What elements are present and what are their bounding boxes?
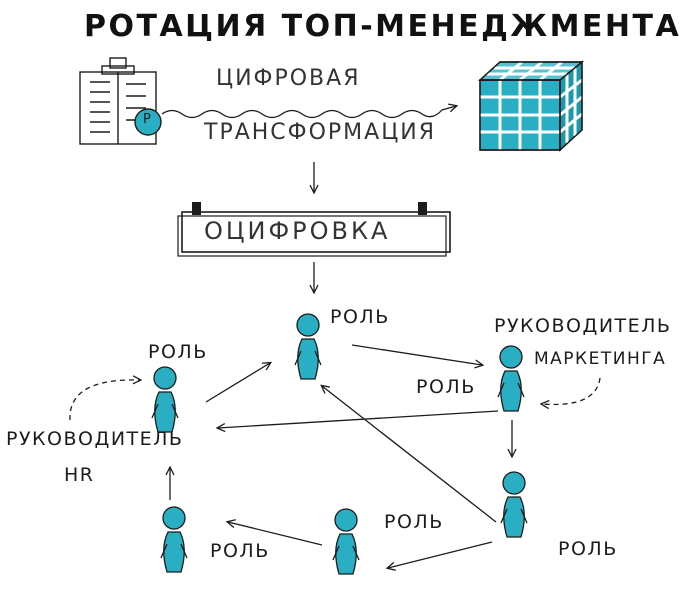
marketing-head-label-2: МАРКЕТИНГА bbox=[534, 349, 667, 369]
role-label-left: РОЛЬ bbox=[148, 341, 208, 363]
banner-frame bbox=[177, 202, 451, 257]
dashed-arrow-marketing-self bbox=[542, 377, 601, 404]
arrow-marketing-to-hr bbox=[218, 410, 499, 428]
person-marketing bbox=[497, 345, 525, 412]
banner-label: ОЦИФРОВКА bbox=[204, 217, 391, 245]
diagram-title: РОТАЦИЯ ТОП-МЕНЕДЖМЕНТА bbox=[84, 9, 682, 44]
role-label-bottom-mid: РОЛЬ bbox=[384, 511, 444, 533]
person-bottom-mid bbox=[332, 508, 360, 575]
marketing-head-label-1: РУКОВОДИТЕЛЬ bbox=[494, 315, 672, 337]
person-left bbox=[151, 366, 179, 433]
hr-head-label-2: HR bbox=[64, 464, 95, 486]
arrow-bottom-right-to-top bbox=[322, 386, 497, 523]
role-label-bottom-left: РОЛЬ bbox=[210, 540, 270, 562]
office-building-icon bbox=[79, 57, 157, 145]
role-label-top: РОЛЬ bbox=[330, 306, 390, 328]
arrow-bottom-right-to-bottom-mid bbox=[388, 541, 493, 568]
role-label-mid-right: РОЛЬ bbox=[416, 376, 476, 398]
badge-label: P bbox=[143, 112, 151, 127]
person-bottom-left bbox=[160, 506, 188, 573]
process-label-transformation: ТРАНСФОРМАЦИЯ bbox=[204, 120, 437, 145]
arrow-bottom-mid-to-bottom-left bbox=[228, 522, 323, 546]
role-label-bottom-right: РОЛЬ bbox=[558, 538, 618, 560]
badge-p-icon bbox=[134, 108, 162, 136]
person-top bbox=[294, 313, 322, 380]
person-bottom-right bbox=[500, 471, 528, 538]
process-label-digital: ЦИФРОВАЯ bbox=[216, 66, 361, 91]
dashed-arrow-hr-to-left bbox=[69, 380, 140, 421]
hr-head-label-1: РУКОВОДИТЕЛЬ bbox=[6, 428, 184, 450]
digital-cube-icon bbox=[478, 60, 584, 152]
wavy-arrow bbox=[161, 106, 456, 119]
arrow-left-to-top bbox=[205, 363, 270, 403]
arrow-top-to-marketing bbox=[351, 344, 482, 365]
